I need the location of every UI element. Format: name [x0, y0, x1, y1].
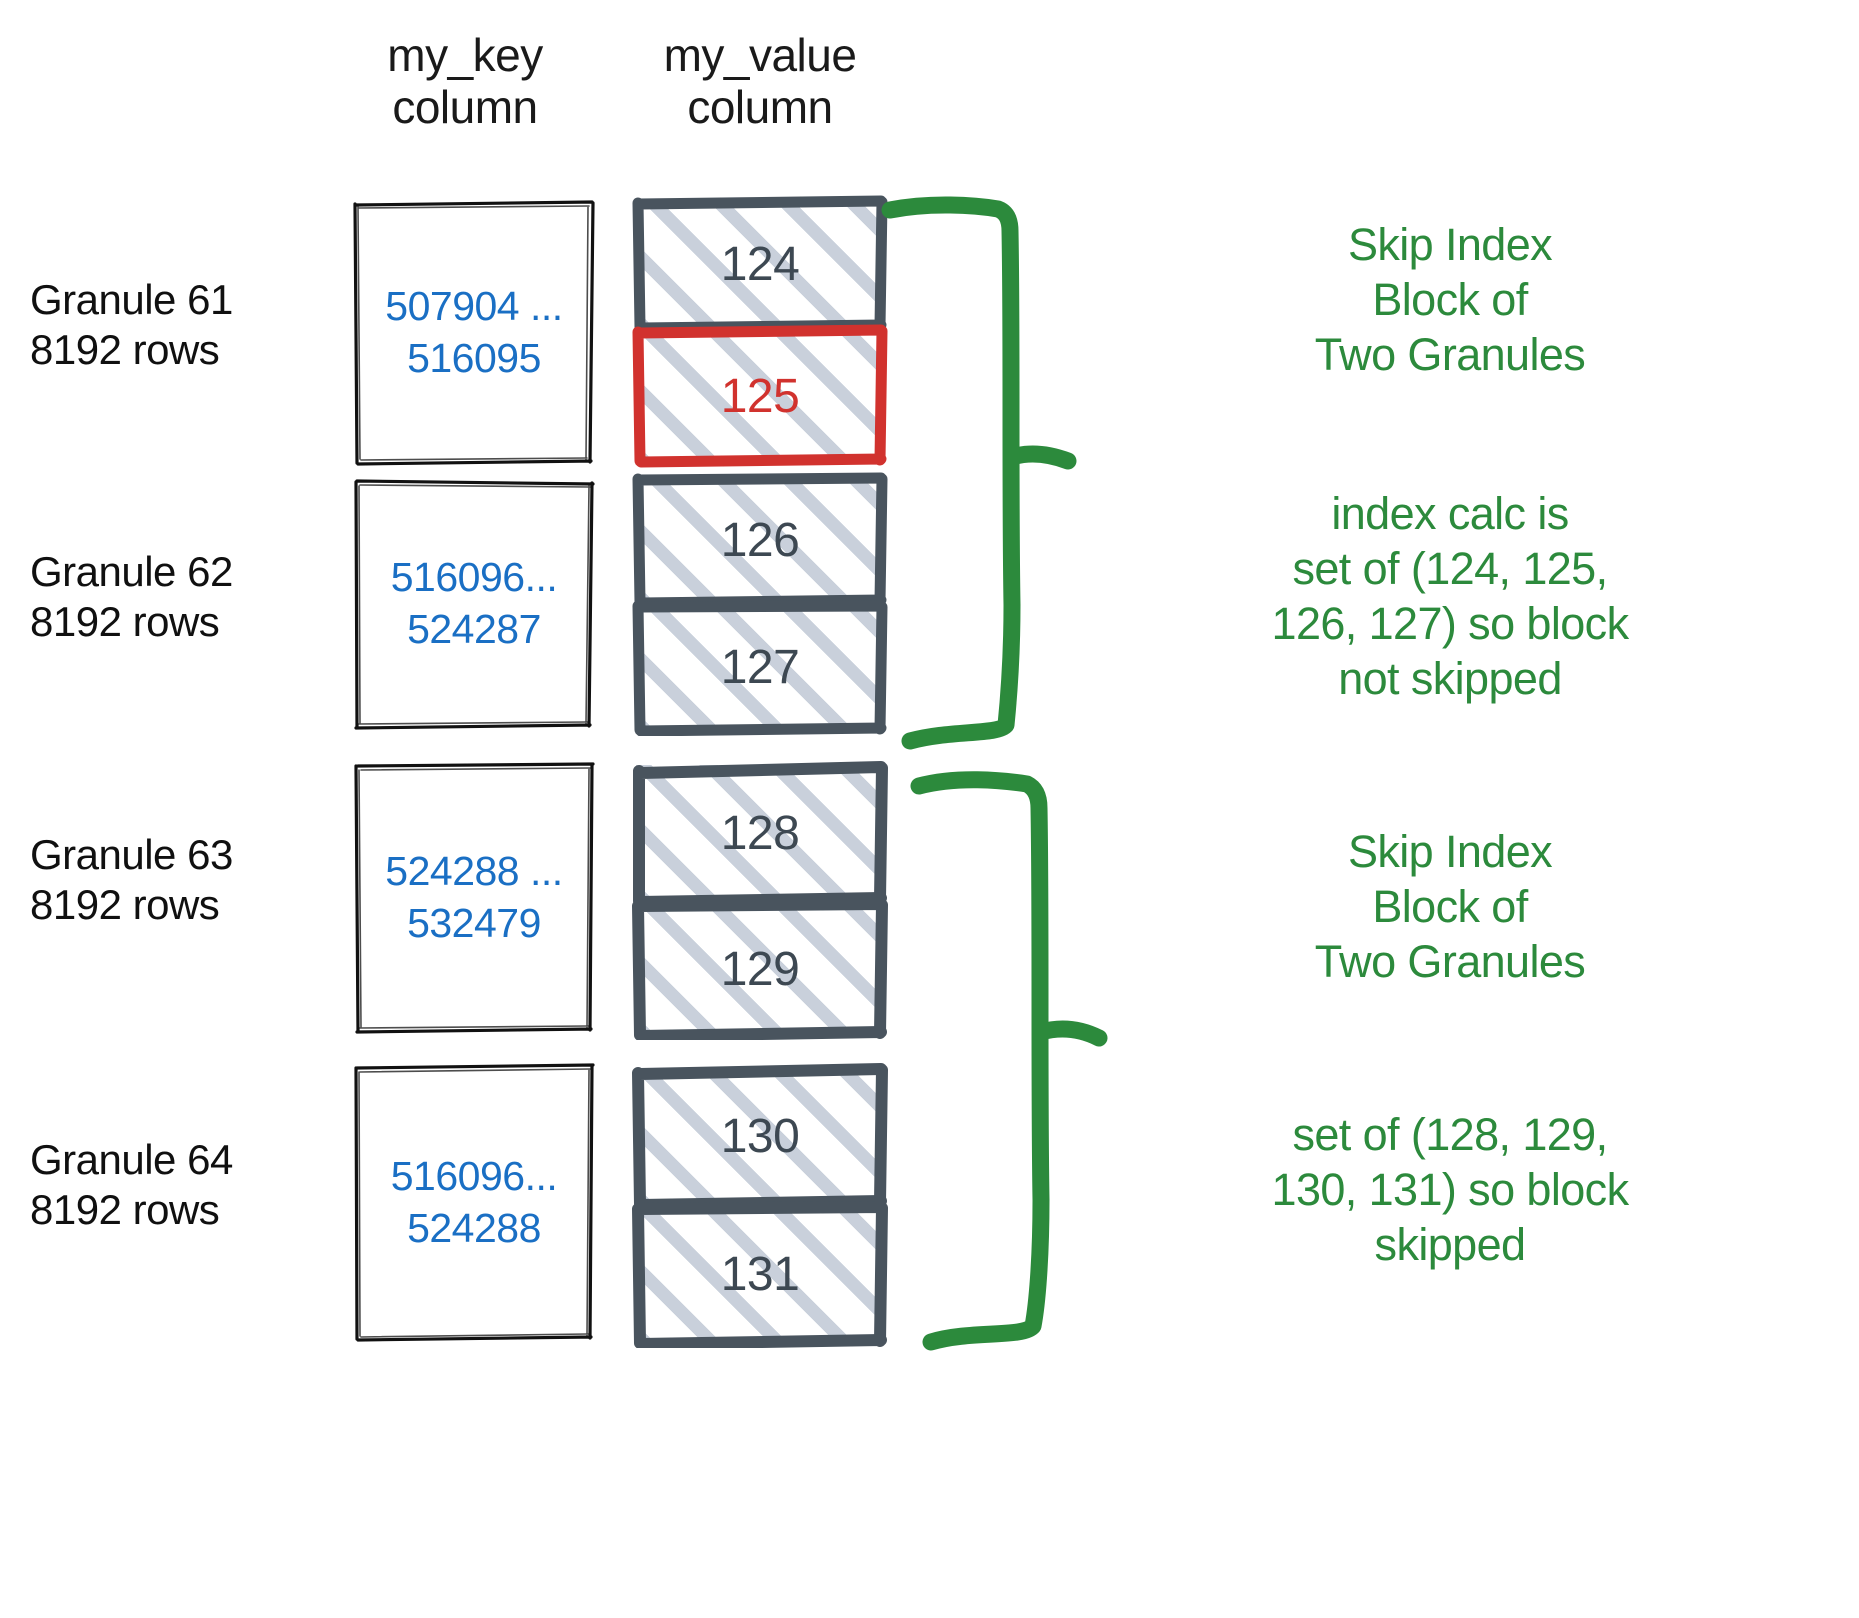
- value-box-124: 124: [632, 195, 888, 334]
- key-box-granule-61: 507904 ... 516095: [352, 198, 596, 466]
- granule-label-62: Granule 62 8192 rows: [30, 547, 330, 648]
- key-range-61: 507904 ... 516095: [385, 282, 563, 381]
- granule-label-64-line2: 8192 rows: [30, 1186, 220, 1234]
- key-box-granule-63: 524288 ... 532479: [352, 760, 596, 1034]
- granule-label-64-line1: Granule 64: [30, 1136, 233, 1183]
- key-range-62: 516096... 524287: [390, 553, 558, 652]
- granule-label-61-line1: Granule 61: [30, 276, 233, 323]
- value-text-127: 127: [720, 641, 800, 694]
- value-box-125-highlighted: 125: [632, 324, 888, 468]
- granule-label-64: Granule 64 8192 rows: [30, 1135, 330, 1236]
- annotation-set-of-skipped: set of (128, 129, 130, 131) so block ski…: [1271, 1109, 1630, 1270]
- granule-label-63-line1: Granule 63: [30, 831, 233, 878]
- granule-label-63: Granule 63 8192 rows: [30, 830, 330, 931]
- annotation-skip-index-block-1: Skip Index Block of Two Granules: [1314, 219, 1586, 380]
- value-text-124: 124: [720, 237, 800, 291]
- value-text-128: 128: [720, 806, 800, 860]
- granule-label-61: Granule 61 8192 rows: [30, 275, 330, 376]
- granule-label-62-line2: 8192 rows: [30, 598, 220, 646]
- value-text-130: 130: [720, 1109, 800, 1163]
- value-text-131: 131: [720, 1248, 800, 1301]
- value-box-130: 130: [632, 1063, 888, 1210]
- key-range-64: 516096... 524288: [390, 1152, 558, 1251]
- granule-label-62-line1: Granule 62: [30, 548, 233, 595]
- value-box-127: 127: [632, 600, 888, 736]
- column-header-my-key: my_key column: [387, 29, 543, 133]
- value-text-125: 125: [720, 369, 800, 423]
- annotation-index-calc-not-skipped: index calc is set of (124, 125, 126, 127…: [1271, 488, 1630, 704]
- key-box-granule-62: 516096... 524287: [352, 476, 596, 730]
- key-box-granule-64: 516096... 524288: [352, 1062, 596, 1342]
- key-range-63: 524288 ... 532479: [385, 847, 563, 946]
- value-box-131: 131: [632, 1201, 888, 1348]
- value-box-128: 128: [633, 761, 888, 907]
- skip-index-bracket-top: [881, 196, 1077, 750]
- value-text-129: 129: [720, 942, 800, 996]
- value-box-126: 126: [632, 472, 888, 608]
- annotation-skip-index-block-2: Skip Index Block of Two Granules: [1314, 826, 1586, 987]
- column-header-my-value: my_value column: [663, 29, 857, 133]
- granule-label-63-line2: 8192 rows: [30, 881, 220, 929]
- value-text-126: 126: [720, 513, 800, 567]
- granule-label-61-line2: 8192 rows: [30, 326, 220, 374]
- value-box-129: 129: [632, 898, 888, 1040]
